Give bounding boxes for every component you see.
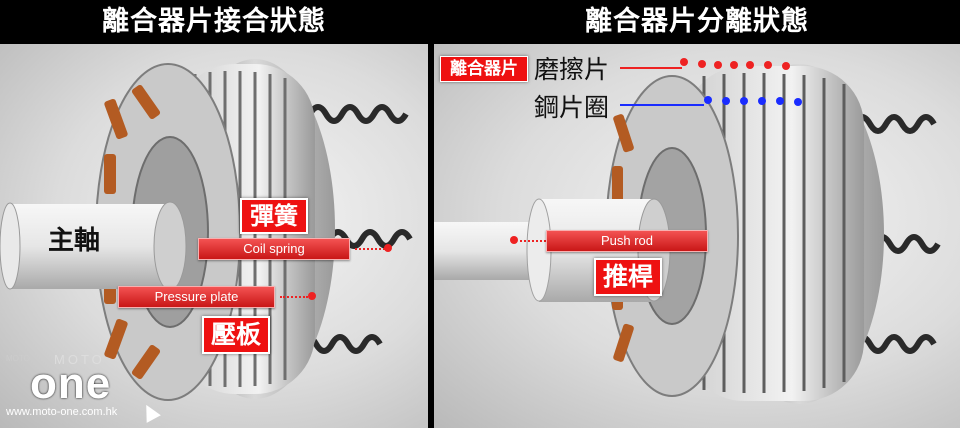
watermark-moto: MOTO bbox=[54, 352, 105, 367]
coil-spring-bar: Coil spring bbox=[198, 238, 350, 260]
steel-marker bbox=[758, 97, 766, 105]
disengaged-panel: 離合器片分離狀態 bbox=[434, 0, 960, 428]
pressure-plate-pointer bbox=[280, 296, 308, 298]
steel-plate-pointer bbox=[620, 104, 704, 106]
steel-marker bbox=[776, 97, 784, 105]
steel-plate-label: 鋼片圈 bbox=[534, 93, 610, 122]
friction-marker bbox=[782, 62, 790, 70]
pressure-plate-bar: Pressure plate bbox=[118, 286, 275, 308]
disengaged-title: 離合器片分離狀態 bbox=[434, 0, 960, 44]
engaged-scene: 主軸 彈簧 Coil spring Pressure plate 壓板 bbox=[0, 44, 428, 428]
watermark-tag: MOTO bbox=[6, 354, 30, 363]
engaged-title: 離合器片接合狀態 bbox=[0, 0, 428, 44]
disengaged-scene: 離合器片 磨擦片 鋼片圈 Push rod 推桿 bbox=[434, 44, 960, 428]
friction-plate-pointer bbox=[620, 67, 682, 69]
push-rod-bar: Push rod bbox=[546, 230, 708, 252]
friction-marker bbox=[764, 61, 772, 69]
push-rod-label-zh: 推桿 bbox=[594, 258, 662, 296]
panel-divider bbox=[428, 44, 434, 428]
watermark-one: one bbox=[30, 359, 112, 408]
engaged-panel: 離合器片接合狀態 bbox=[0, 0, 428, 428]
pressure-plate-label-zh: 壓板 bbox=[202, 316, 270, 354]
push-rod-marker bbox=[510, 236, 518, 244]
steel-marker bbox=[740, 97, 748, 105]
pressure-plate-marker bbox=[308, 292, 316, 300]
clutch-plate-tag: 離合器片 bbox=[440, 56, 528, 82]
coil-spring-marker bbox=[384, 244, 392, 252]
steel-marker bbox=[704, 96, 712, 104]
friction-marker bbox=[680, 58, 688, 66]
steel-marker bbox=[794, 98, 802, 106]
friction-marker bbox=[746, 61, 754, 69]
friction-marker bbox=[714, 61, 722, 69]
friction-plate-label: 磨擦片 bbox=[534, 55, 610, 84]
friction-marker bbox=[730, 61, 738, 69]
main-shaft-label: 主軸 bbox=[48, 226, 101, 256]
steel-marker bbox=[722, 97, 730, 105]
watermark-url: www.moto-one.com.hk bbox=[6, 406, 118, 418]
push-rod-pointer bbox=[520, 240, 546, 242]
coil-spring-pointer bbox=[355, 248, 385, 250]
coil-spring-label-zh: 彈簧 bbox=[240, 198, 308, 234]
friction-marker bbox=[698, 60, 706, 68]
